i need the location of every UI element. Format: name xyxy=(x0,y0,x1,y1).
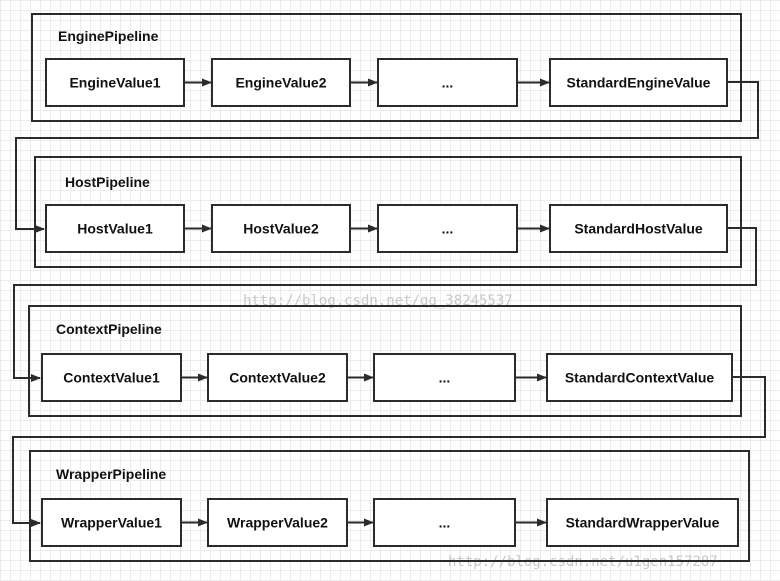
valve-box xyxy=(549,204,728,253)
valve-label: ContextValue2 xyxy=(229,370,326,386)
valve-standardhostvalue: StandardHostValue xyxy=(549,204,728,253)
valve-standardwrappervalue: StandardWrapperValue xyxy=(546,498,739,547)
valve-standardcontextvalue: StandardContextValue xyxy=(546,353,733,402)
valve-label: EngineValue2 xyxy=(235,75,326,91)
pipeline-title: WrapperPipeline xyxy=(56,466,166,482)
valve-label: ... xyxy=(442,75,454,91)
valve-hostvalue2: HostValue2 xyxy=(211,204,351,253)
valve-label: ContextValue1 xyxy=(63,370,160,386)
valve-box xyxy=(373,498,516,547)
valve-box xyxy=(41,498,182,547)
pipeline-title: ContextPipeline xyxy=(56,321,162,337)
valve-contextvalue2: ContextValue2 xyxy=(207,353,348,402)
valve-box xyxy=(41,353,182,402)
pipeline-container xyxy=(34,156,742,268)
valve-enginevalue2: EngineValue2 xyxy=(211,58,351,107)
pipeline-title: EnginePipeline xyxy=(58,28,159,44)
valve-label: EngineValue1 xyxy=(69,75,160,91)
pipeline-connector-1 xyxy=(15,81,759,233)
valve-enginevalue1: EngineValue1 xyxy=(45,58,185,107)
valve-box xyxy=(546,498,739,547)
pipeline-container xyxy=(28,305,742,417)
valve-box xyxy=(373,353,516,402)
valve-box xyxy=(207,498,348,547)
valve-label: StandardHostValue xyxy=(574,221,703,237)
valve-label: WrapperValue2 xyxy=(227,515,328,531)
valve-wrappervalue2: WrapperValue2 xyxy=(207,498,348,547)
pipeline-title: HostPipeline xyxy=(65,174,150,190)
valve-label: ... xyxy=(439,370,451,386)
valve-label: ... xyxy=(439,515,451,531)
valve-ellipsis: ... xyxy=(373,353,516,402)
valve-label: StandardEngineValue xyxy=(567,75,711,91)
valve-label: WrapperValue1 xyxy=(61,515,162,531)
valve-wrappervalue1: WrapperValue1 xyxy=(41,498,182,547)
valve-hostvalue1: HostValue1 xyxy=(45,204,185,253)
pipeline-container xyxy=(31,13,742,122)
valve-contextvalue1: ContextValue1 xyxy=(41,353,182,402)
valve-box xyxy=(207,353,348,402)
valve-label: HostValue2 xyxy=(243,221,319,237)
valve-box xyxy=(549,58,728,107)
valve-ellipsis: ... xyxy=(377,204,518,253)
valve-ellipsis: ... xyxy=(377,58,518,107)
valve-label: HostValue1 xyxy=(77,221,153,237)
valve-label: StandardContextValue xyxy=(565,370,715,386)
pipeline-container xyxy=(29,450,750,562)
valve-box xyxy=(45,204,185,253)
valve-label: ... xyxy=(442,221,454,237)
valve-box xyxy=(546,353,733,402)
pipeline-connector-2 xyxy=(13,227,757,382)
valve-standardenginevalue: StandardEngineValue xyxy=(549,58,728,107)
valve-ellipsis: ... xyxy=(373,498,516,547)
valve-box xyxy=(377,204,518,253)
pipeline-connector-3 xyxy=(12,376,766,527)
valve-box xyxy=(211,204,351,253)
valve-label: StandardWrapperValue xyxy=(566,515,720,531)
